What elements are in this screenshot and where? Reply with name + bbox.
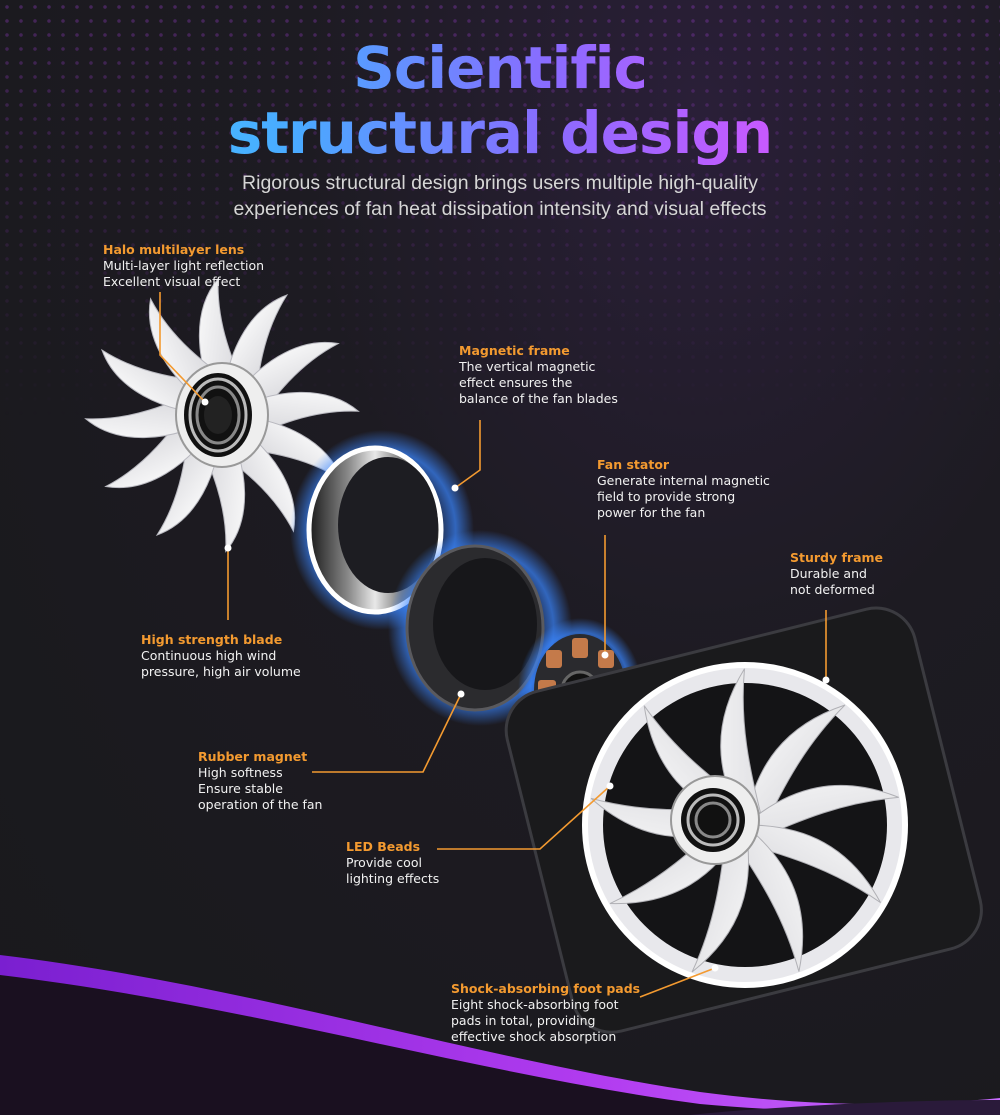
annotation-sturdy-frame: Sturdy frame Durable and not deformed: [790, 550, 883, 598]
impeller-blades: [84, 277, 360, 553]
annotation-title: Sturdy frame: [790, 550, 884, 565]
annotation-desc: Continuous high wind pressure, high air …: [141, 648, 301, 679]
annotation-magnetic-frame: Magnetic frame The vertical magnetic eff…: [459, 343, 618, 407]
annotation-desc: High softness Ensure stable operation of…: [198, 765, 323, 812]
annotation-title: Halo multilayer lens: [103, 242, 245, 257]
annotation-led-beads: LED Beads Provide cool lighting effects: [346, 839, 439, 887]
annotation-title: LED Beads: [346, 839, 421, 854]
annotation-title: Fan stator: [597, 457, 670, 472]
annotation-fan-stator: Fan stator Generate internal magnetic fi…: [597, 457, 770, 521]
annotation-title: Shock-absorbing foot pads: [451, 981, 641, 996]
annotation-title: High strength blade: [141, 632, 283, 647]
annotation-halo-lens: Halo multilayer lens Multi-layer light r…: [103, 242, 264, 290]
page-title-line-1: Scientific: [0, 36, 1000, 100]
page-subtitle: Rigorous structural design brings users …: [0, 170, 1000, 222]
annotation-desc: The vertical magnetic effect ensures the…: [459, 359, 618, 406]
subtitle-line-1: Rigorous structural design brings users …: [242, 172, 758, 194]
annotation-markers: [201, 398, 830, 972]
subtitle-line-2: experiences of fan heat dissipation inte…: [233, 198, 767, 220]
annotation-desc: Generate internal magnetic field to prov…: [597, 473, 770, 520]
annotation-foot-pads: Shock-absorbing foot pads Eight shock-ab…: [451, 981, 640, 1045]
fan-frame-assembled: [504, 606, 983, 1034]
page-title-line-2: structural design: [0, 101, 1000, 165]
annotation-rubber-magnet: Rubber magnet High softness Ensure stabl…: [198, 749, 322, 813]
annotation-desc: Provide cool lighting effects: [346, 855, 440, 886]
annotation-title: Rubber magnet: [198, 749, 308, 764]
annotation-leader-lines: [159, 292, 827, 998]
purple-floor-sweep: [0, 955, 1000, 1115]
annotation-desc: Eight shock-absorbing foot pads in total…: [451, 997, 619, 1044]
annotation-high-strength-blade: High strength blade Continuous high wind…: [141, 632, 301, 680]
annotation-title: Magnetic frame: [459, 343, 570, 358]
annotation-desc: Multi-layer light reflection Excellent v…: [103, 258, 265, 289]
annotation-desc: Durable and not deformed: [790, 566, 875, 597]
